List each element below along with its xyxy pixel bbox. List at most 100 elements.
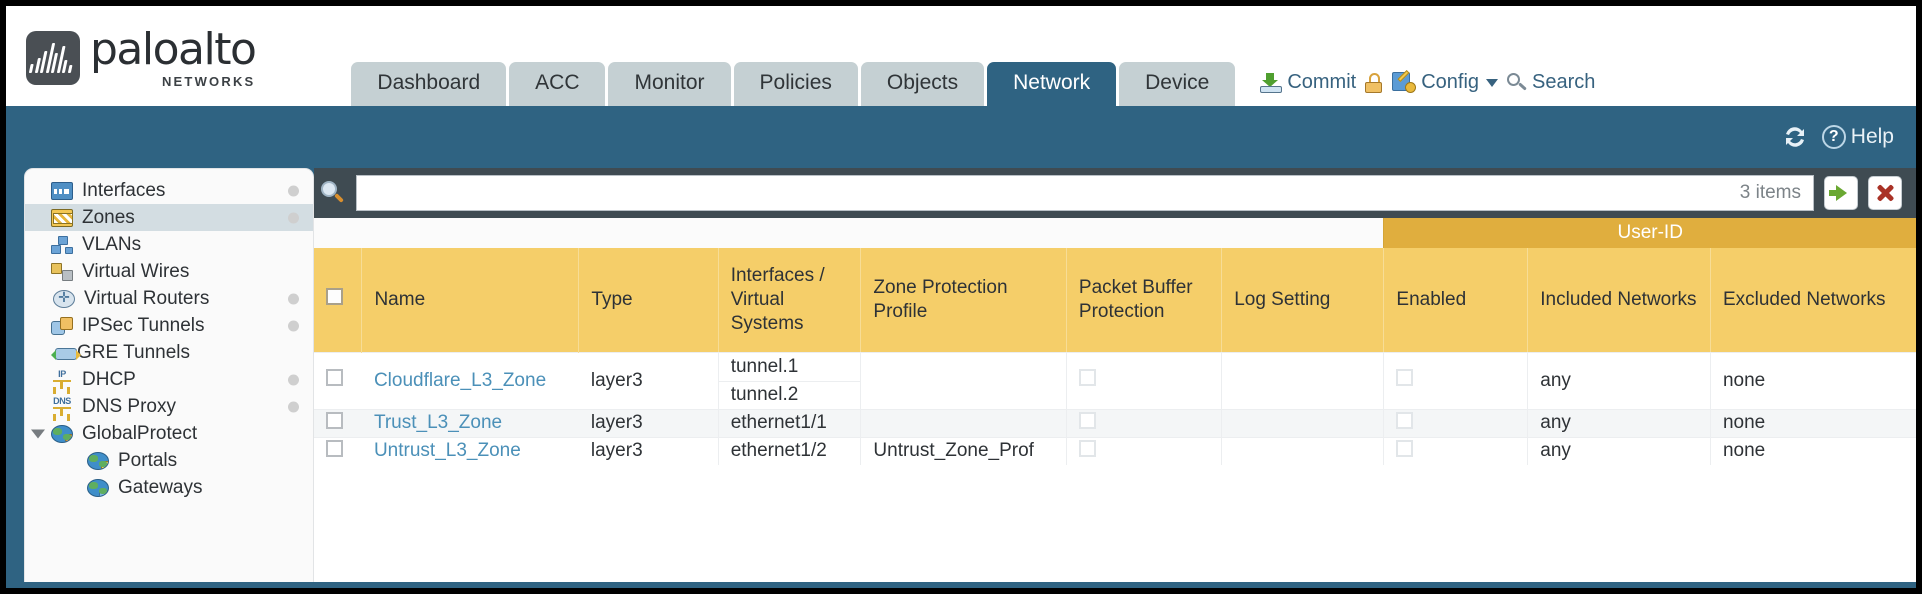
userid-enabled-checkbox[interactable] — [1396, 411, 1414, 429]
sidebar-item-interfaces[interactable]: Interfaces — [25, 177, 313, 204]
row-select-cell — [314, 436, 362, 465]
dns-proxy-icon: DNS — [51, 396, 73, 416]
search-label: Search — [1532, 71, 1596, 93]
packet-buffer-checkbox[interactable] — [1078, 369, 1096, 386]
table-row[interactable]: Untrust_L3_Zone layer3 ethernet1/2 Untru… — [314, 436, 1916, 465]
userid-enabled-checkbox[interactable] — [1396, 439, 1414, 457]
sidebar-item-label: Zones — [82, 207, 135, 228]
column-header-packet-buffer-protection[interactable]: Packet Buffer Protection — [1065, 248, 1222, 352]
cell-log-setting — [1221, 408, 1384, 437]
sidebar-status-dot — [288, 212, 299, 223]
cell-name: Cloudflare_L3_Zone — [361, 351, 579, 409]
column-header-excluded-networks[interactable]: Excluded Networks — [1709, 248, 1916, 352]
dhcp-icon: IP — [51, 369, 73, 389]
select-all-checkbox[interactable] — [326, 287, 343, 305]
page-body: Interfaces Zones VLANs Virtual Wires Vir… — [6, 168, 1916, 582]
refresh-icon[interactable] — [1782, 125, 1808, 149]
sidebar-item-virtual-wires[interactable]: Virtual Wires — [25, 258, 313, 285]
cell-excluded-networks: none — [1709, 436, 1916, 465]
cell-packet-buffer-protection — [1065, 408, 1222, 437]
tab-acc[interactable]: ACC — [509, 62, 606, 106]
sidebar-item-dns-proxy[interactable]: DNS DNS Proxy — [25, 393, 313, 420]
search-magnifier-icon — [1507, 72, 1527, 93]
search-button[interactable]: Search — [1507, 71, 1595, 94]
userid-enabled-checkbox[interactable] — [1396, 369, 1414, 386]
utility-bar: ? Help — [6, 106, 1916, 168]
packet-buffer-checkbox[interactable] — [1078, 439, 1096, 457]
column-header-type[interactable]: Type — [578, 248, 719, 352]
tab-policies[interactable]: Policies — [733, 62, 858, 106]
zones-table-container: User-ID Name Type Interfaces / Virtual S… — [314, 218, 1916, 582]
sidebar-item-vlans[interactable]: VLANs — [25, 231, 313, 258]
sidebar-status-dot — [288, 320, 299, 331]
column-header-enabled[interactable]: Enabled — [1383, 248, 1528, 352]
paloalto-wave-logo-icon — [26, 31, 80, 85]
commit-button[interactable]: Commit — [1260, 71, 1356, 94]
row-checkbox[interactable] — [326, 439, 343, 457]
interface-entry: tunnel.2 — [718, 380, 861, 409]
clear-filter-button[interactable] — [1868, 176, 1902, 210]
sidebar-item-label: IPSec Tunnels — [82, 315, 205, 336]
globalprotect-icon — [51, 424, 73, 443]
row-checkbox[interactable] — [326, 411, 343, 429]
help-label: Help — [1850, 125, 1894, 148]
cell-zone-protection-profile: Untrust_Zone_Prof — [860, 436, 1067, 465]
content-pane: 3 items — [314, 168, 1916, 582]
cell-excluded-networks: none — [1709, 351, 1916, 409]
tab-objects[interactable]: Objects — [860, 62, 985, 106]
brand-name: paloalto — [90, 24, 257, 75]
group-header-spacer — [314, 218, 1384, 248]
sidebar-item-gre-tunnels[interactable]: GRE Tunnels — [25, 339, 313, 366]
packet-buffer-checkbox[interactable] — [1078, 411, 1096, 429]
sidebar-item-label: Virtual Routers — [84, 288, 210, 309]
search-magnifier-icon[interactable] — [320, 180, 346, 206]
search-input[interactable]: 3 items — [356, 175, 1814, 211]
zone-name-link[interactable]: Untrust_L3_Zone — [373, 440, 521, 462]
row-checkbox[interactable] — [326, 369, 343, 386]
column-header-zone-protection-profile[interactable]: Zone Protection Profile — [860, 248, 1067, 352]
sidebar-item-gateways[interactable]: Gateways — [25, 474, 313, 501]
column-header-included-networks[interactable]: Included Networks — [1527, 248, 1711, 352]
sidebar-item-virtual-routers[interactable]: Virtual Routers — [25, 285, 313, 312]
config-menu[interactable]: Config — [1392, 69, 1499, 94]
cell-userid-enabled — [1383, 351, 1528, 409]
sidebar-item-label: DHCP — [82, 369, 136, 390]
cell-userid-enabled — [1383, 408, 1528, 437]
cell-included-networks: any — [1527, 351, 1711, 409]
zones-table: User-ID Name Type Interfaces / Virtual S… — [314, 218, 1916, 465]
sidebar-item-zones[interactable]: Zones — [25, 204, 313, 231]
red-x-clear-icon — [1876, 184, 1894, 202]
column-header-interfaces[interactable]: Interfaces / Virtual Systems — [717, 248, 861, 352]
cell-packet-buffer-protection — [1065, 351, 1222, 409]
tab-device[interactable]: Device — [1119, 62, 1236, 106]
sidebar-item-globalprotect[interactable]: GlobalProtect — [25, 420, 313, 447]
interfaces-icon — [51, 181, 73, 200]
top-header-bar: paloalto NETWORKS Dashboard ACC Monitor … — [6, 6, 1916, 106]
commit-tray-icon — [1260, 72, 1283, 93]
zone-name-link[interactable]: Cloudflare_L3_Zone — [373, 369, 547, 391]
sidebar-item-portals[interactable]: Portals — [25, 447, 313, 474]
select-all-header — [314, 248, 362, 352]
sidebar-item-label: Gateways — [118, 477, 203, 498]
zone-name-link[interactable]: Trust_L3_Zone — [373, 412, 503, 433]
sidebar-item-ipsec-tunnels[interactable]: IPSec Tunnels — [25, 312, 313, 339]
column-header-name[interactable]: Name — [361, 248, 579, 352]
column-header-log-setting[interactable]: Log Setting — [1221, 248, 1384, 352]
table-header-row: Name Type Interfaces / Virtual Systems Z… — [314, 248, 1916, 352]
table-group-header-row: User-ID — [314, 218, 1916, 248]
cell-type: layer3 — [578, 436, 719, 465]
tab-network[interactable]: Network — [987, 62, 1117, 106]
sidebar-item-label: Virtual Wires — [82, 261, 190, 282]
tree-expander-icon[interactable] — [31, 429, 45, 438]
sidebar-status-dot — [288, 401, 299, 412]
sidebar-item-dhcp[interactable]: IP DHCP — [25, 366, 313, 393]
table-row[interactable]: Trust_L3_Zone layer3 ethernet1/1 — [314, 408, 1916, 437]
help-button[interactable]: ? Help — [1821, 125, 1894, 149]
cell-interfaces: ethernet1/2 — [717, 436, 862, 465]
tab-monitor[interactable]: Monitor — [608, 62, 731, 106]
unlock-icon[interactable] — [1365, 72, 1383, 93]
tab-dashboard[interactable]: Dashboard — [351, 62, 507, 106]
apply-filter-button[interactable] — [1824, 176, 1858, 210]
vlans-icon — [51, 235, 73, 254]
